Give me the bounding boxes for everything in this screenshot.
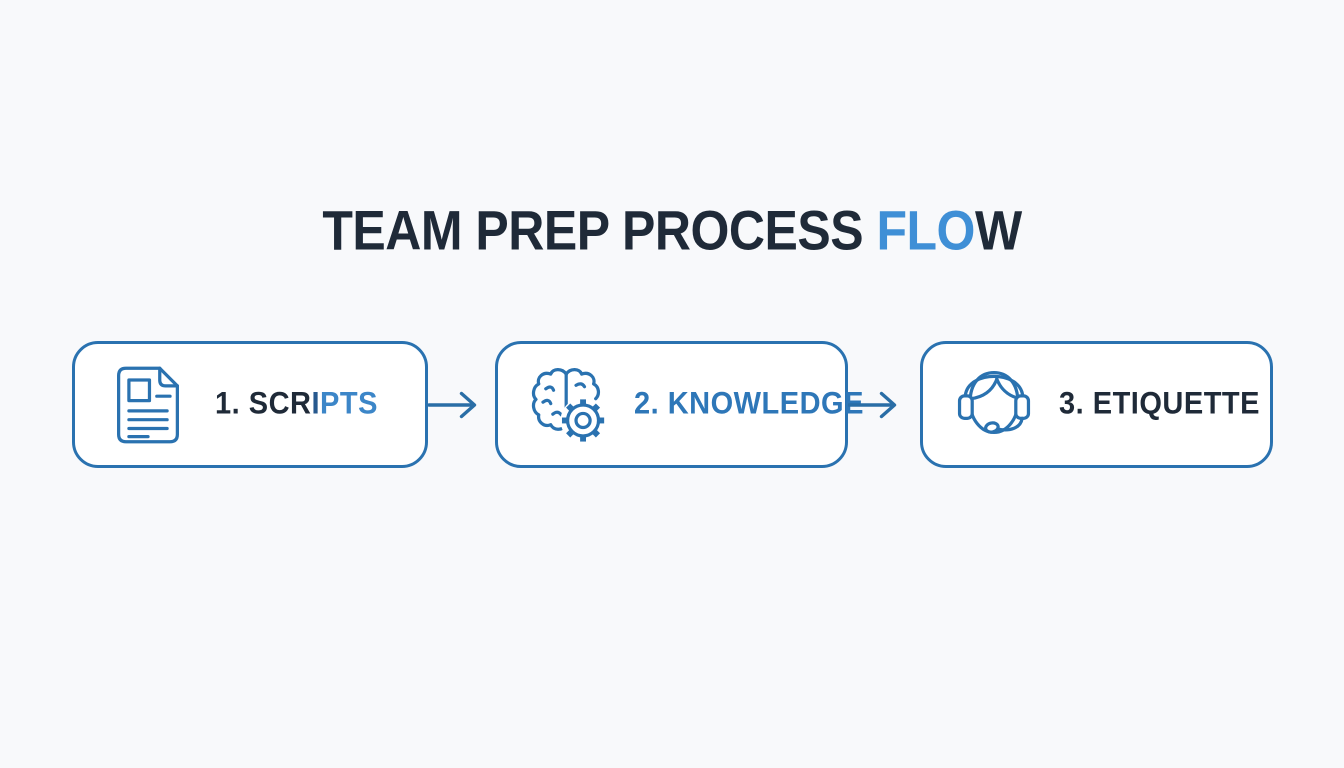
title-segment-dark: TEAM PREP PROCESS (322, 199, 877, 262)
headset-agent-icon (949, 360, 1039, 450)
document-icon (101, 358, 195, 452)
label-seg: PTS (320, 386, 378, 422)
title-segment-dark-2: W (974, 199, 1022, 262)
step-label-etiquette: 3. ETIQUETTE (1059, 387, 1260, 423)
label-seg: 1. SCR (215, 386, 312, 422)
arrow-right-icon (847, 387, 902, 428)
step-box-knowledge: 2. KNOWLEDGE (495, 341, 863, 468)
arrow-right-icon (427, 387, 482, 428)
label-seg: 3. ETIQUETTE (1059, 386, 1260, 422)
title-segment-accent: FLO (876, 199, 975, 262)
step-label-knowledge: 2. KNOWLEDGE (634, 387, 864, 423)
label-seg: I (311, 386, 321, 422)
step-label-scripts: 1. SCRIPTS (215, 387, 378, 423)
step-box-scripts: 1. SCRIPTS (72, 341, 428, 468)
step-box-etiquette: 3. ETIQUETTE (920, 341, 1273, 468)
brain-gear-icon (524, 360, 614, 450)
page-title: TEAM PREP PROCESS FLOW (0, 198, 1344, 263)
label-seg: 2. KNOWLEDGE (634, 386, 864, 422)
